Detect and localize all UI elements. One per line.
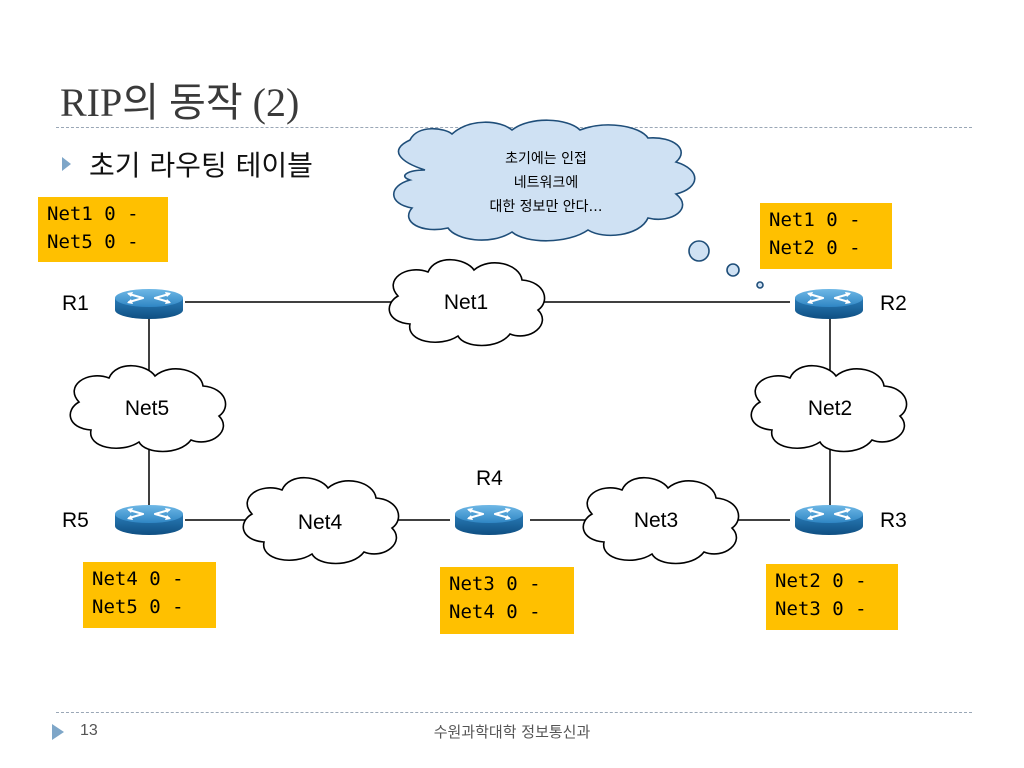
router-r2-icon: [794, 288, 864, 320]
router-r1-icon: [114, 288, 184, 320]
routing-table-row: Net2 0 -: [775, 570, 867, 592]
network-links: [148, 301, 831, 521]
router-r5-icon: [114, 504, 184, 536]
triangle-bullet-icon: [62, 157, 71, 171]
footer-department: 수원과학대학 정보통신과: [433, 723, 591, 741]
routing-table-row: Net5 0 -: [92, 596, 184, 618]
router-r4-icon: [454, 504, 524, 536]
routing-table-row: Net4 0 -: [449, 601, 541, 623]
net1-label: Net1: [444, 291, 488, 314]
footer-divider: [56, 712, 972, 713]
net1-cloud: [388, 259, 546, 347]
footer-arrow-icon: [52, 724, 64, 740]
net3-cloud: [582, 477, 740, 565]
routing-table-row: Net3 0 -: [449, 573, 541, 595]
routing-table-r4: Net3 0 - Net4 0 -: [440, 567, 574, 634]
callout-line-1: 초기에는 인접: [505, 151, 587, 167]
net4-cloud: [242, 477, 400, 565]
page-number: 13: [80, 722, 98, 739]
routing-table-r5: Net4 0 - Net5 0 -: [83, 562, 216, 628]
net2-cloud: [750, 365, 908, 453]
callout-line-2: 네트워크에: [514, 175, 578, 191]
thought-bubble: [393, 119, 764, 289]
routing-table-row: Net3 0 -: [775, 598, 867, 620]
net2-label: Net2: [808, 397, 852, 420]
router-r3-label: R3: [880, 509, 907, 532]
router-r2-label: R2: [880, 292, 907, 315]
page-title: RIP의 동작 (2): [60, 80, 300, 125]
net5-label: Net5: [125, 397, 169, 420]
routing-table-row: Net4 0 -: [92, 568, 184, 590]
net5-cloud: [69, 365, 227, 453]
routing-table-row: Net1 0 -: [769, 209, 861, 231]
routing-table-row: Net2 0 -: [769, 237, 861, 259]
bullet-text: 초기 라우팅 테이블: [89, 149, 313, 182]
net3-label: Net3: [634, 509, 678, 532]
routing-table-row: Net1 0 -: [47, 203, 139, 225]
routing-table-r3: Net2 0 - Net3 0 -: [766, 564, 898, 630]
router-r1-label: R1: [62, 292, 89, 315]
router-r5-label: R5: [62, 509, 89, 532]
routing-table-r1: Net1 0 - Net5 0 -: [38, 197, 168, 262]
routing-table-r2: Net1 0 - Net2 0 -: [760, 203, 892, 269]
net4-label: Net4: [298, 511, 343, 534]
routing-table-row: Net5 0 -: [47, 231, 139, 253]
router-r3-icon: [794, 504, 864, 536]
router-r4-label: R4: [476, 467, 503, 490]
title-divider: [56, 127, 972, 128]
bullet-item: 초기 라우팅 테이블: [62, 144, 313, 184]
callout-line-3: 대한 정보만 안다…: [489, 199, 602, 215]
